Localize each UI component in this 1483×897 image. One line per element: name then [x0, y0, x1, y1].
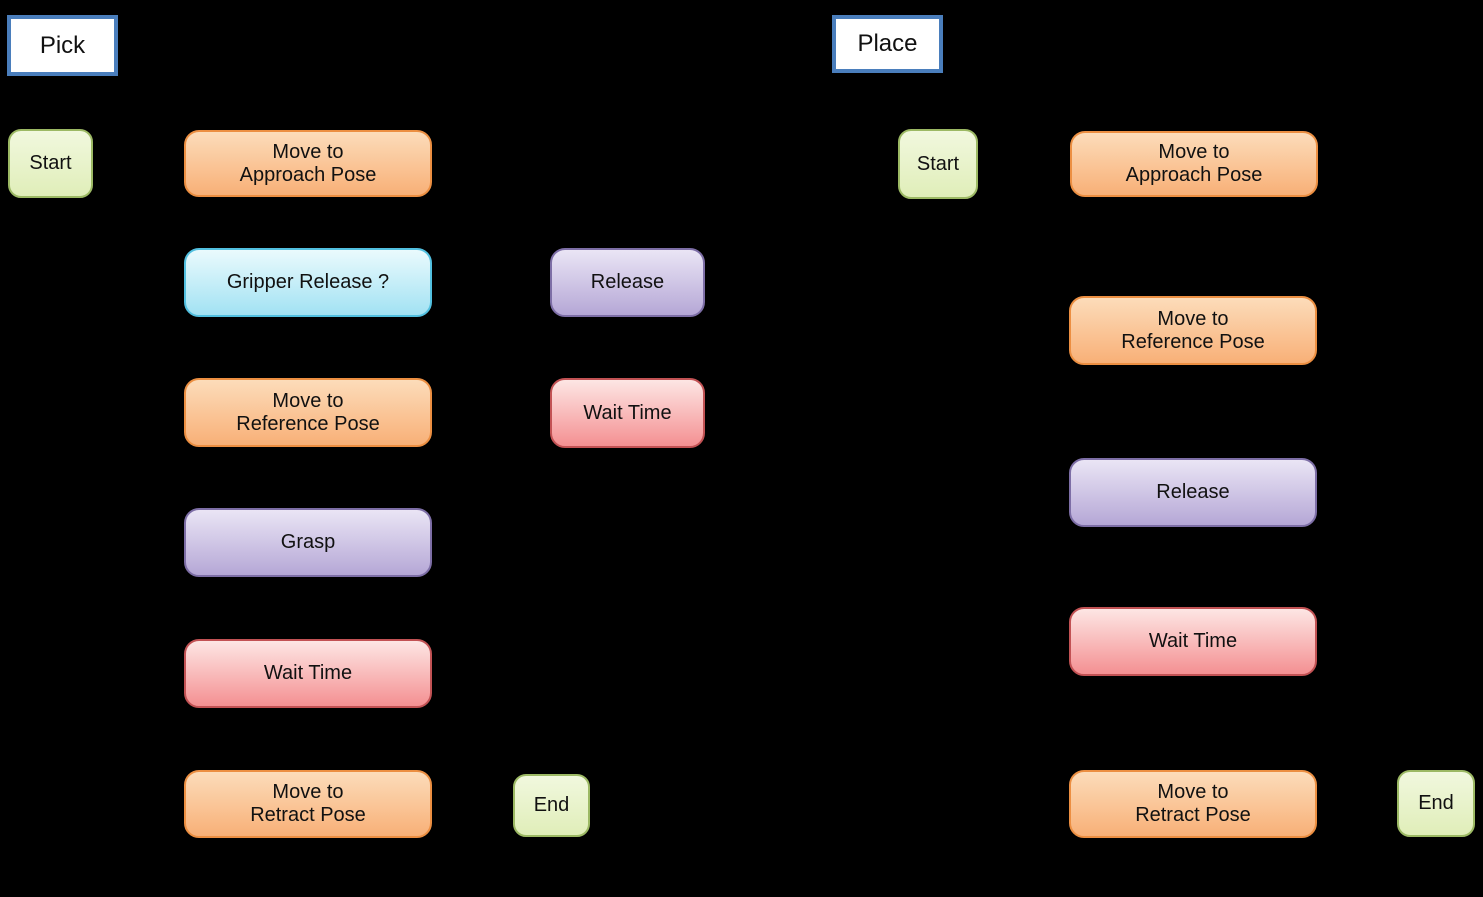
place-start: Start: [898, 129, 978, 199]
pick-end-label: End: [533, 794, 570, 816]
place-start-label: Start: [916, 152, 960, 175]
pick-start-label: Start: [29, 152, 72, 174]
pick-end: End: [513, 774, 590, 837]
pick-title: Pick: [7, 15, 118, 76]
place-wait-time-label: Wait Time: [1148, 630, 1238, 652]
pick-gripper-release-decision-label: Gripper Release ?: [226, 271, 390, 293]
place-move-retract-pose: Move to Retract Pose: [1069, 770, 1317, 838]
place-end: End: [1397, 770, 1475, 837]
place-move-reference-pose-label: Move to Reference Pose: [1121, 307, 1265, 353]
pick-wait-time-branch: Wait Time: [550, 378, 705, 448]
place-move-approach-pose-label: Move to Approach Pose: [1125, 141, 1263, 186]
pick-release-label: Release: [590, 271, 665, 293]
place-move-reference-pose: Move to Reference Pose: [1069, 296, 1317, 365]
pick-move-approach-pose-label: Move to Approach Pose: [239, 140, 377, 186]
place-end-label: End: [1418, 792, 1454, 814]
pick-gripper-release-decision: Gripper Release ?: [184, 248, 432, 317]
place-release: Release: [1069, 458, 1317, 527]
pick-move-reference-pose-label: Move to Reference Pose: [236, 389, 380, 435]
pick-release: Release: [550, 248, 705, 317]
pick-move-retract-pose: Move to Retract Pose: [184, 770, 432, 838]
pick-move-reference-pose: Move to Reference Pose: [184, 378, 432, 447]
pick-grasp: Grasp: [184, 508, 432, 577]
place-release-label: Release: [1156, 481, 1230, 503]
pick-grasp-label: Grasp: [280, 531, 336, 553]
pick-wait-time-branch-label: Wait Time: [583, 401, 672, 424]
pick-title-label: Pick: [39, 31, 86, 59]
pick-wait-time: Wait Time: [184, 639, 432, 708]
pick-move-retract-pose-label: Move to Retract Pose: [250, 781, 366, 826]
pick-move-approach-pose: Move to Approach Pose: [184, 130, 432, 197]
place-title-label: Place: [857, 30, 918, 58]
pick-start: Start: [8, 129, 93, 198]
place-wait-time: Wait Time: [1069, 607, 1317, 676]
place-move-approach-pose: Move to Approach Pose: [1070, 131, 1318, 197]
pick-wait-time-label: Wait Time: [263, 662, 353, 684]
place-title: Place: [832, 15, 943, 73]
place-move-retract-pose-label: Move to Retract Pose: [1135, 781, 1251, 826]
